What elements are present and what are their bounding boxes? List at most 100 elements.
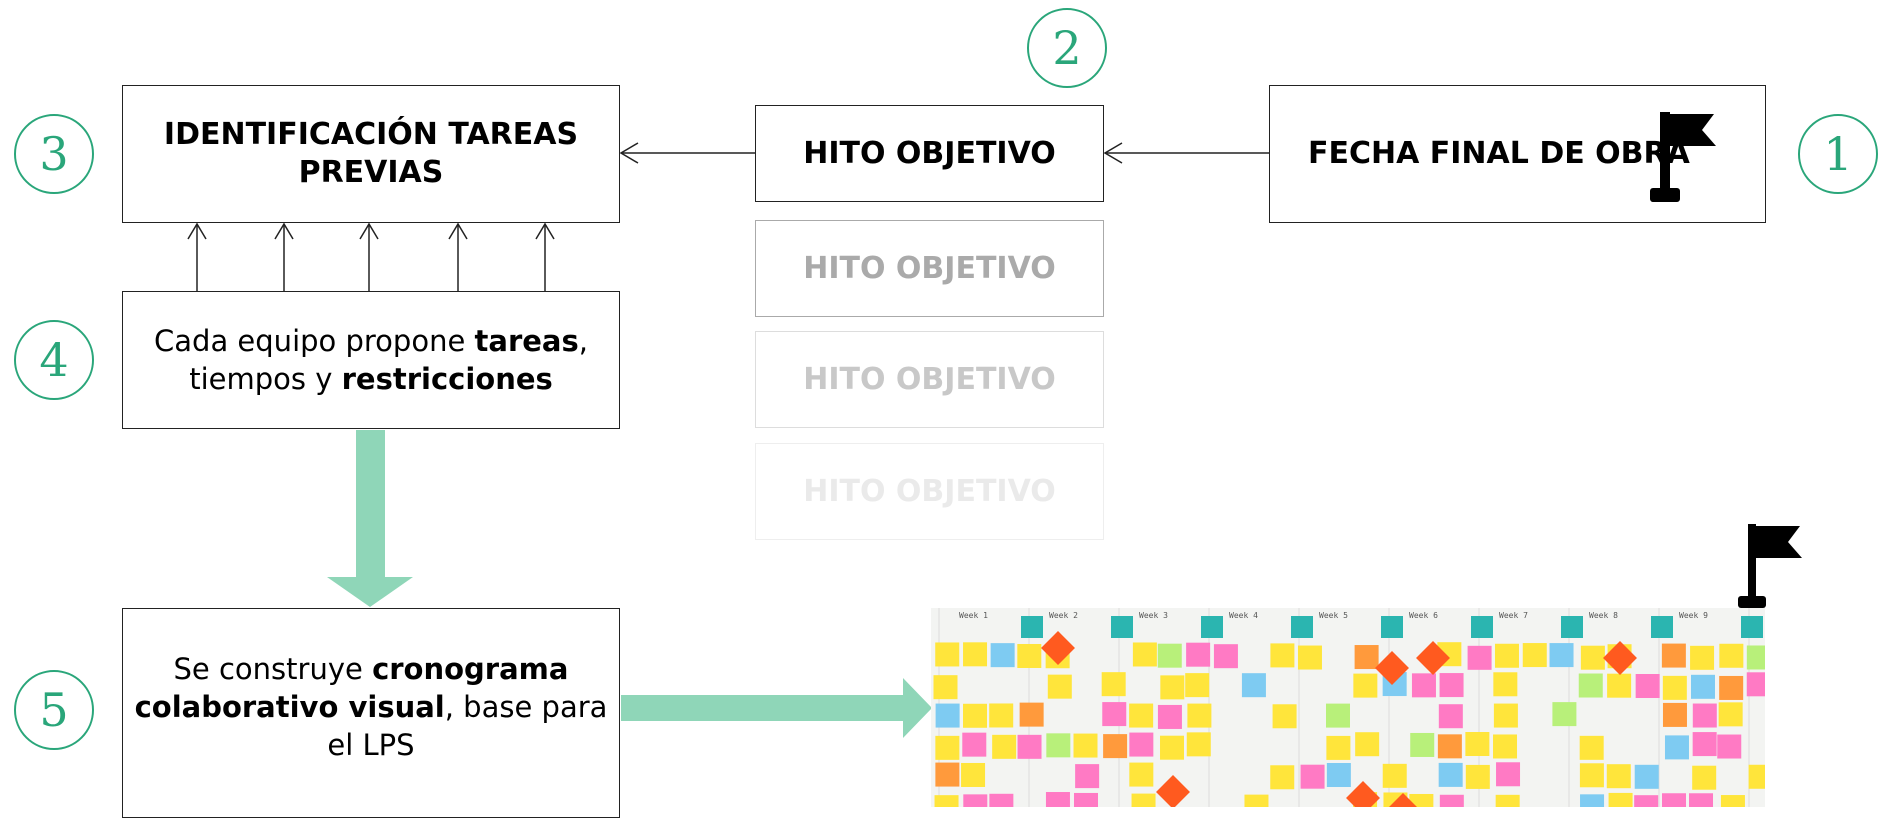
sticky-note xyxy=(1045,792,1070,807)
sticky-note xyxy=(1719,675,1744,700)
week-marker xyxy=(1201,616,1223,638)
sticky-note xyxy=(963,642,988,667)
sticky-note xyxy=(1213,644,1238,669)
sticky-note xyxy=(1185,673,1210,698)
sticky-note xyxy=(1157,643,1182,668)
sticky-note xyxy=(1438,704,1463,729)
step-number-4: 4 xyxy=(14,320,94,400)
identificacion-line1: IDENTIFICACIÓN TAREAS xyxy=(163,117,579,152)
sticky-note xyxy=(1241,673,1266,698)
sticky-note xyxy=(1017,643,1042,668)
sticky-note xyxy=(1075,764,1100,789)
sticky-note xyxy=(990,643,1015,668)
sticky-note xyxy=(1493,703,1518,728)
sticky-note xyxy=(1467,645,1492,670)
sticky-note xyxy=(1717,734,1742,759)
sticky-note xyxy=(1046,733,1071,758)
flag-icon xyxy=(1738,524,1802,608)
milestone-diamond xyxy=(1603,641,1637,675)
sticky-note xyxy=(1355,732,1380,757)
ghost-milestone-label: HITO OBJETIVO xyxy=(803,361,1056,397)
sticky-note xyxy=(1634,764,1659,789)
week-label: Week 2 xyxy=(1049,611,1078,620)
milestone-diamond xyxy=(1386,793,1420,807)
sticky-note xyxy=(1297,645,1322,670)
fecha-final-box: FECHA FINAL DE OBRA xyxy=(1269,85,1766,223)
equipo-propone-line1: Cada equipo propone tareas, xyxy=(154,324,588,358)
sticky-note xyxy=(1552,702,1577,727)
sticky-note xyxy=(1692,732,1717,757)
cronograma-line1: Se construye cronograma xyxy=(173,652,569,686)
sticky-note xyxy=(1746,645,1765,670)
sticky-note xyxy=(1409,793,1434,807)
sticky-note xyxy=(1131,793,1156,807)
sticky-note xyxy=(1411,673,1436,698)
cronograma-line2: colaborativo visual, base para xyxy=(134,690,608,724)
sticky-note xyxy=(1019,702,1044,727)
week-marker xyxy=(1561,616,1583,638)
sticky-note xyxy=(1354,645,1379,670)
sticky-note xyxy=(1438,762,1463,787)
sticky-note xyxy=(1270,765,1295,790)
week-marker xyxy=(1291,616,1313,638)
sticky-note xyxy=(1496,762,1521,787)
sticky-note xyxy=(1522,643,1547,668)
sticky-note xyxy=(1073,733,1098,758)
sticky-note xyxy=(1580,794,1605,807)
cronograma-box: Se construye cronograma colaborativo vis… xyxy=(122,608,620,818)
sticky-note xyxy=(1129,703,1154,728)
equipo-propone-box: Cada equipo propone tareas, tiempos y re… xyxy=(122,291,620,429)
week-label: Week 8 xyxy=(1589,611,1618,620)
sticky-note xyxy=(1690,674,1715,699)
sticky-note xyxy=(1439,794,1464,807)
sticky-note xyxy=(962,732,987,757)
week-label: Week 6 xyxy=(1409,611,1438,620)
sticky-note xyxy=(1160,735,1185,760)
sticky-note xyxy=(1495,794,1520,807)
ghost-milestone-label: HITO OBJETIVO xyxy=(803,473,1056,509)
sticky-note xyxy=(935,762,960,787)
milestone-diamond xyxy=(1375,651,1409,685)
sticky-note xyxy=(963,794,988,807)
week-label: Week 4 xyxy=(1229,611,1258,620)
sticky-note xyxy=(1186,642,1211,667)
sticky-note xyxy=(1692,703,1717,728)
sticky-note xyxy=(1661,643,1686,668)
identificacion-tareas-box: IDENTIFICACIÓN TAREAS PREVIAS xyxy=(122,85,620,223)
sticky-note xyxy=(1326,763,1351,788)
sticky-note xyxy=(1102,702,1127,727)
sticky-note xyxy=(1494,643,1519,668)
sticky-note xyxy=(1300,764,1325,789)
sticky-note xyxy=(1493,734,1518,759)
sticky-note xyxy=(1160,675,1185,700)
week-marker xyxy=(1021,616,1043,638)
hito-objetivo-label: HITO OBJETIVO xyxy=(803,135,1056,171)
sticky-note xyxy=(963,703,988,728)
sticky-note xyxy=(1579,735,1604,760)
down-arrow xyxy=(327,430,413,607)
sticky-note xyxy=(934,795,959,807)
milestone-diamond xyxy=(1041,631,1075,665)
ghost-milestone-box: HITO OBJETIVO xyxy=(755,220,1104,317)
sticky-note xyxy=(961,762,986,787)
week-label: Week 5 xyxy=(1319,611,1348,620)
sticky-note xyxy=(1664,735,1689,760)
sticky-note xyxy=(1439,673,1464,698)
step-number-5: 5 xyxy=(14,670,94,750)
sticky-note xyxy=(1129,732,1154,757)
week-marker xyxy=(1381,616,1403,638)
sticky-note xyxy=(933,675,958,700)
right-arrow xyxy=(621,678,932,738)
sticky-note xyxy=(1720,795,1745,807)
sticky-note xyxy=(1437,734,1462,759)
sticky-note xyxy=(1382,763,1407,788)
ghost-milestone-label: HITO OBJETIVO xyxy=(803,250,1056,286)
step-number-3: 3 xyxy=(14,114,94,194)
sticky-note xyxy=(989,703,1014,728)
hito-objetivo-box: HITO OBJETIVO xyxy=(755,105,1104,202)
sticky-note xyxy=(1017,734,1042,759)
ghost-milestone-box: HITO OBJETIVO xyxy=(755,331,1104,428)
sticky-note xyxy=(992,734,1017,759)
sticky-note xyxy=(1465,732,1490,757)
